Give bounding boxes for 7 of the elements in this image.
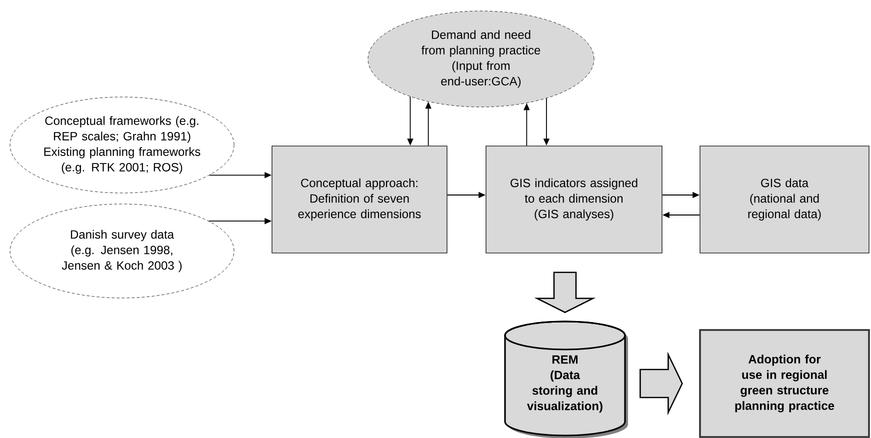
- process-box: Conceptual approach: Definition of seven experience dimensions: [272, 146, 448, 254]
- block-arrow: [640, 352, 683, 416]
- block-arrow: [534, 272, 596, 314]
- database-cylinder: REM (Data storing and visualization): [504, 320, 628, 438]
- output-box: Adoption for use in regional green structure planning practice: [699, 329, 870, 438]
- process-box: GIS indicators assigned to each dimension (GIS analyses): [486, 146, 662, 254]
- process-box: GIS data (national and regional data): [700, 146, 870, 254]
